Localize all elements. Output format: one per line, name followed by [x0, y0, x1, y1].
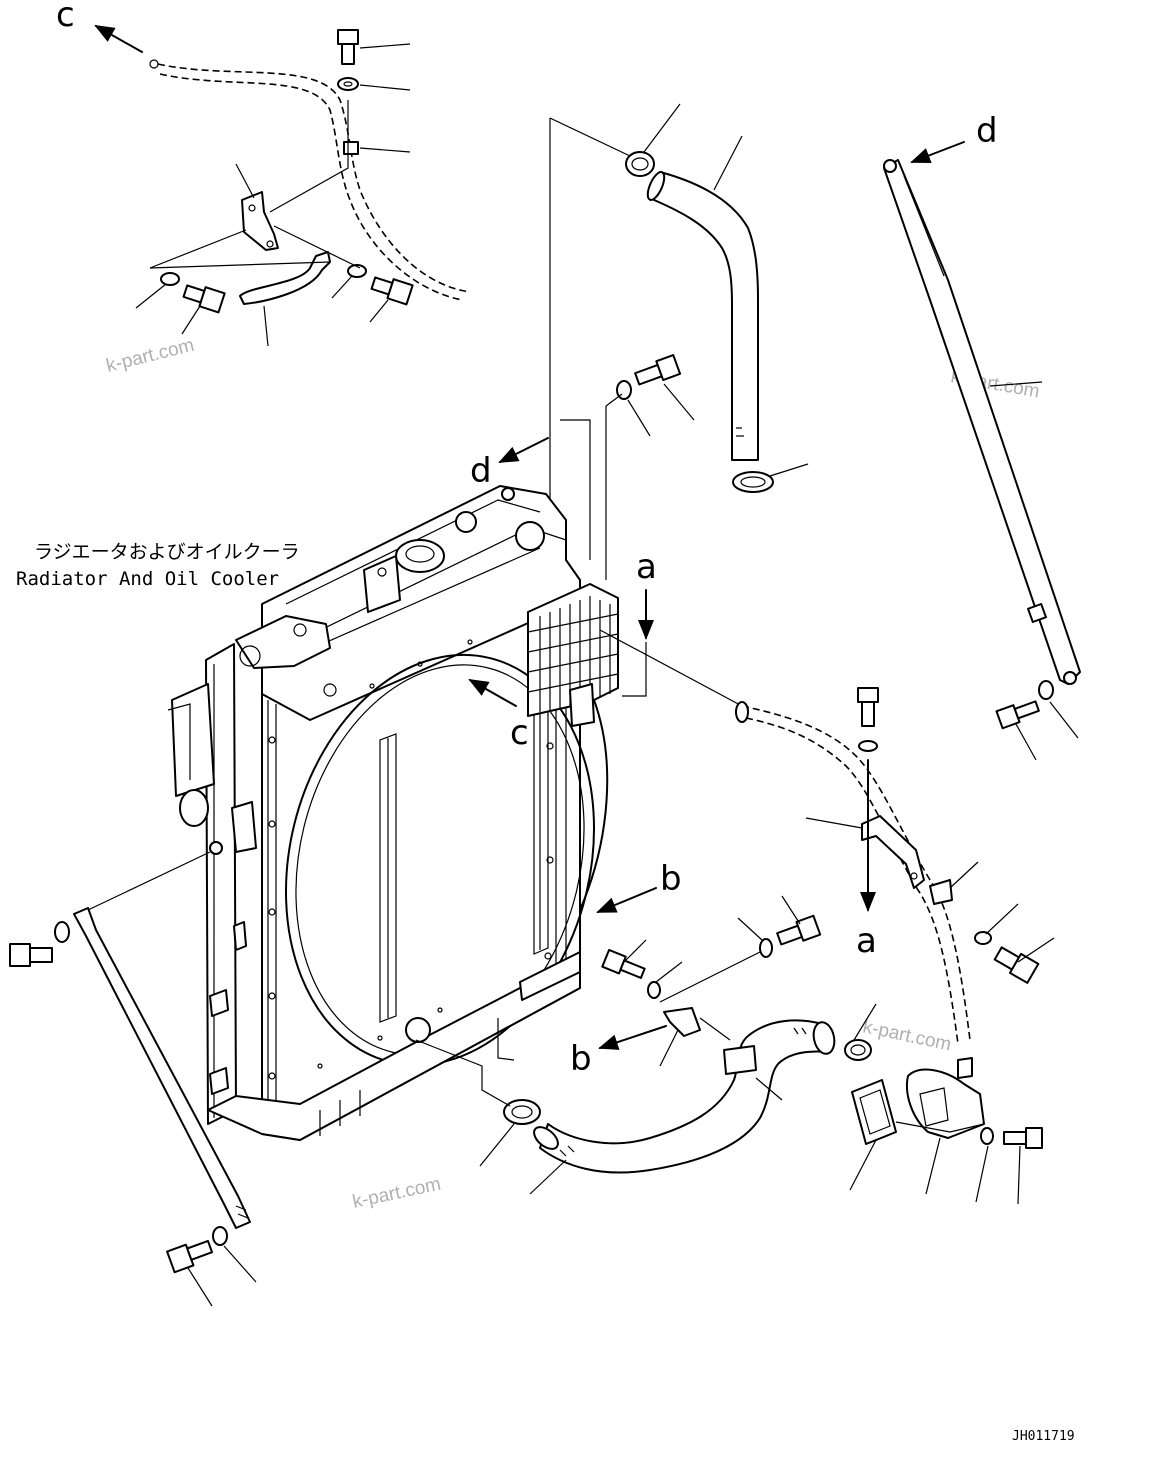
- bolt: [993, 946, 1040, 984]
- ref-arrow-b: [598, 1025, 667, 1050]
- ref-letter-b: b: [660, 859, 682, 899]
- ref-letter-d: d: [976, 111, 998, 151]
- bolt-holes: [268, 639, 554, 1080]
- bolt: [857, 687, 879, 727]
- watermark: k-part.com: [861, 1016, 953, 1055]
- oil-pipe-assembly: a: [599, 629, 1055, 1079]
- pipe-bracket: [861, 815, 925, 889]
- ref-letter-a: a: [636, 547, 657, 587]
- washer: [974, 931, 992, 945]
- pipe-clip: [343, 141, 359, 155]
- washer: [759, 938, 773, 958]
- watermark: k-part.com: [104, 335, 196, 377]
- hose-bracket: [663, 1007, 701, 1037]
- ref-letter-b: b: [570, 1039, 592, 1079]
- bolt: [601, 948, 646, 979]
- drawing-code: JH011719: [1012, 1429, 1075, 1444]
- lower-support-rod: [9, 841, 251, 1229]
- hose-clamp: [844, 1039, 872, 1061]
- title-en: Radiator And Oil Cooler: [16, 568, 279, 590]
- ref-arrow-d: [498, 437, 549, 463]
- bolt: [776, 914, 822, 946]
- ref-arrow-d: [910, 141, 965, 164]
- washer: [337, 77, 359, 91]
- bolt: [1003, 1127, 1043, 1149]
- bolt: [166, 1239, 214, 1274]
- washer: [858, 740, 878, 752]
- pipe-clip: [929, 879, 953, 905]
- bolt: [182, 284, 226, 314]
- oil-cooler: [527, 583, 619, 727]
- bolt: [337, 29, 359, 65]
- ref-letter-c: c: [56, 0, 75, 35]
- bolt: [995, 700, 1040, 730]
- washer: [54, 921, 70, 943]
- washer: [160, 272, 180, 286]
- grab-handle: [239, 251, 331, 305]
- pipe-end: [149, 59, 159, 69]
- hose-clamp: [732, 471, 774, 493]
- bolt: [634, 354, 682, 386]
- bracket: [241, 191, 279, 251]
- radiator-cap: [395, 539, 445, 573]
- ref-letter-d: d: [470, 451, 492, 491]
- washer: [212, 1226, 228, 1246]
- ref-arrow-b: [596, 887, 657, 913]
- washer: [1038, 680, 1054, 700]
- bolt: [9, 943, 53, 967]
- radiator-body: [167, 485, 619, 1141]
- lower-hose-assembly: b: [415, 895, 1043, 1205]
- support-rod: [883, 159, 1081, 685]
- hose-clamp: [503, 1099, 541, 1125]
- ref-arrow-c: [94, 25, 143, 53]
- upper-hose: [653, 171, 759, 461]
- watermark: k-part.com: [351, 1174, 443, 1213]
- ref-arrow-c: [468, 679, 517, 707]
- washer: [347, 264, 367, 278]
- hose-clamp-band: [723, 1045, 757, 1075]
- ref-letter-c: c: [510, 713, 529, 753]
- title-jp: ラジエータおよびオイルクーラ: [34, 541, 300, 563]
- upper-hose-assembly: [549, 103, 809, 580]
- hose-clamp: [625, 151, 655, 177]
- gasket: [851, 1079, 897, 1145]
- washer: [980, 1127, 994, 1145]
- bolt: [370, 276, 414, 306]
- top-left-assembly: [135, 29, 471, 347]
- ref-letter-a: a: [856, 921, 877, 961]
- washer: [647, 981, 661, 999]
